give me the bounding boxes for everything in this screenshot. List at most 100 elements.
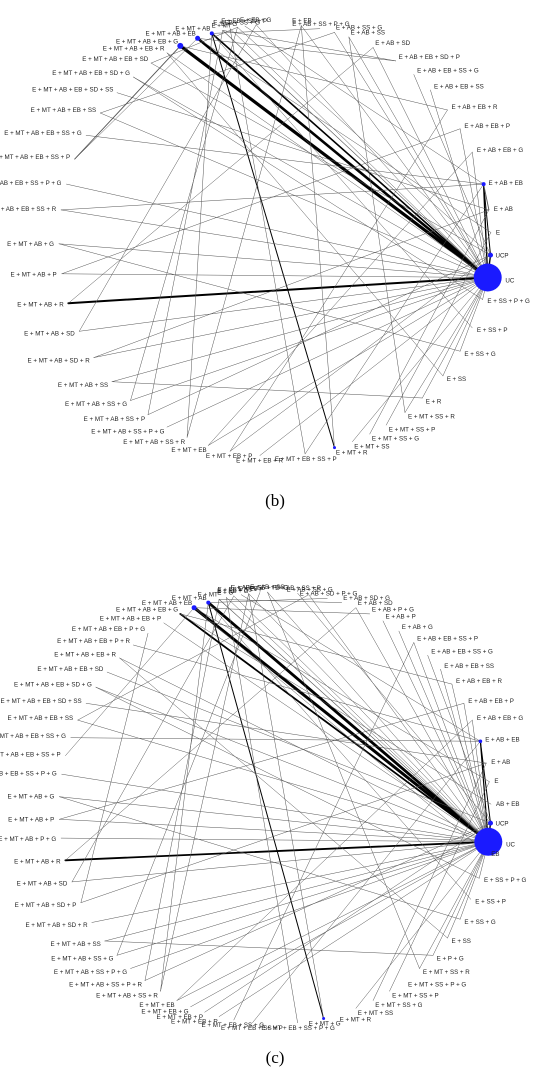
panel-caption-b: (b)	[265, 491, 285, 510]
edge-c-uc--e-mt-ab-eb-ss	[77, 719, 489, 843]
node-label-b-e-ab-eb: E + AB + EB	[489, 180, 523, 187]
edge-b-uc--e-mt-ss-r	[404, 277, 488, 413]
node-label-b-e-mt-eb: E + MT + EB	[171, 447, 206, 454]
node-label-c-e-mt-ab-eb-ss: E + MT + AB + EB + SS	[8, 715, 74, 722]
node-label-b-e-mt-ab-r: E + MT + AB + R	[17, 302, 64, 309]
node-label-b-e-r: E + R	[426, 399, 442, 406]
edge-b-uc--e-ss	[442, 277, 488, 377]
node-label-b-e-mt-ab-eb-ss-g: E + MT + AB + EB + SS + G	[4, 130, 82, 137]
node-label-b-e-mt-ab-ss-g: E + MT + AB + SS + G	[65, 401, 127, 408]
node-c-ucp	[488, 820, 493, 826]
node-label-c-e-mt-eb-ss-p-g: E + MT + EB + SS + P + G	[261, 1025, 335, 1032]
edge-b-e-mt-ab-eb--e-ab-eb-sd-p	[197, 38, 397, 62]
edge-b-e-mt--e-mt-ab-ss-p	[147, 30, 223, 415]
node-label-c-e-eb: E + EB	[238, 586, 257, 593]
node-b-uc	[473, 263, 502, 292]
node-label-b-e-mt-ab-sd-r: E + MT + AB + SD + R	[28, 357, 91, 364]
node-label-c-e-mt-ab-ss-g: E + MT + AB + SS + G	[51, 956, 113, 963]
edge-b-ucp--e-ab-eb-ss-g	[413, 74, 491, 256]
edge-b-uc--e-ab-eb	[482, 183, 489, 279]
edge-b-uc--e-mt-ss	[352, 277, 488, 442]
edge-b-ucp--e-eb-ss-g	[237, 27, 491, 256]
node-label-c-e-mt-ss-g: E + MT + SS + G	[375, 1002, 422, 1009]
edge-c-e-mt-eb--e-ab-eb-g	[176, 719, 473, 1001]
node-label-c-e-mt-ab: E + MT + AB	[172, 595, 207, 602]
node-label-c-e-ab-ss-p: E + AB + SS + P	[275, 585, 321, 592]
edge-b-uc--e-g	[229, 28, 488, 278]
edge-c-uc--e-mt-ss	[355, 841, 489, 1009]
edge-b-uc--e-mt-ab-g	[58, 243, 488, 278]
edge-b-uc--e-mt-ab-eb-ss-p-g	[66, 183, 488, 278]
node-label-c-e-mt-ss: E + MT + SS	[358, 1010, 393, 1017]
edge-b-e-mt-eb--e-ab-eb-g	[208, 151, 473, 446]
edge-c-uc--e-ab-eb-ss-p	[413, 642, 489, 843]
edge-c-e-mt-ab--e-ss-p	[208, 602, 472, 900]
node-label-c-e-mt-ab-ss-r: E + MT + AB + SS + R	[96, 992, 158, 999]
edge-c-uc--e-mt-ab-eb	[192, 606, 490, 844]
node-label-c-uc: UC	[506, 842, 515, 849]
edge-c-e-ab--e-mt-ss-g	[372, 762, 487, 1001]
node-label-c-e-ab-eb-ss: E + AB + EB + SS	[444, 663, 494, 670]
edge-c-uc--e-mt-ab-sd-r	[91, 841, 489, 923]
edge-c-uc--e-mt-ab-ss-p-g	[130, 841, 489, 969]
node-label-b-e-eb: E + EB	[292, 18, 311, 25]
edge-c-uc--e-ab-ss	[267, 591, 489, 843]
edge-c-ab-eb--e-mt-ab-eb-g	[180, 613, 492, 805]
edge-b-e-mt-ab-ss-g--e-eb-ss-g	[130, 27, 238, 401]
node-label-c-e-mt-ab-eb-sd-g: E + MT + AB + EB + SD + G	[14, 681, 92, 688]
edge-b-uc--e-mt-ab-eb-sd-g	[133, 76, 488, 278]
edge-b-e-eb-ss-g--e-mt-ab-eb-sd	[150, 27, 238, 64]
node-c-uc	[474, 827, 503, 856]
node-label-b-e-mt-ab-eb-ss-p: E + MT + AB + EB + SS + P	[0, 154, 70, 161]
edge-c-uc--e-mt-ab-eb-ss-p-g	[61, 773, 489, 843]
edge-b-uc--e-mt-ab-eb-ss	[100, 112, 488, 278]
node-c-e-ab-eb	[478, 739, 483, 744]
edge-b-e-g--e-mt-eb-ss-p	[229, 28, 306, 455]
edge-b-uc--e-r	[422, 277, 488, 399]
edge-c-uc--e-ab-eb-ss	[440, 668, 489, 843]
node-b-e-mt-r	[333, 446, 336, 450]
node-label-b-e-mt-ab-eb-g: E + MT + AB + EB + G	[116, 38, 178, 45]
node-label-c-e-mt-eb-ss-g: E + MT + EB + SS + G	[202, 1022, 265, 1029]
edge-c-uc--e-g	[226, 597, 489, 843]
edge-c-uc--e-mt-ab-p-g	[60, 837, 489, 843]
edge-c-e-ab-eb--e-mt-ab-eb-ss-g	[70, 737, 481, 742]
edge-c-uc--e-mt-ab-eb-p	[163, 622, 489, 843]
edge-b-uc--e-mt-ab-sd	[78, 277, 488, 332]
edge-c-uc--e-ab-ss-g	[308, 594, 489, 843]
node-label-c-e-ab-p-g: E + AB + P + G	[372, 606, 414, 613]
node-label-c-e-ab-sd-p-g: E + AB + SD + P + G	[300, 591, 358, 598]
node-label-c-e-mt-ab-p-g: E + MT + AB + P + G	[0, 836, 56, 843]
node-label-b-e-mt-ss-r: E + MT + SS + R	[408, 414, 455, 421]
node-label-b-e: E	[496, 229, 500, 236]
edge-b-e-ab-eb-p--e-mt-ab-p	[61, 128, 461, 275]
node-label-b-uc: UC	[505, 278, 514, 285]
edge-c-e-ab-eb-p--e-mt-ab-p	[59, 703, 465, 820]
node-label-c-e-ss: E + SS	[452, 938, 471, 945]
edge-c-e-eb--e-mt-ab-ss-r	[160, 593, 249, 992]
edge-b-e-mt-ss-r--e-ab-ss	[348, 36, 406, 413]
edge-b-uc--e-mt-ab-sd-r	[93, 277, 488, 358]
edge-b-e-mt-ab-eb-g--e-mt-ab-eb-ss-p	[74, 45, 181, 160]
edge-b-e-mt-ab--e-ss-p	[211, 33, 473, 329]
node-label-c-e-ab-eb-g: E + AB + EB + G	[477, 715, 523, 722]
node-label-c-e-ss-p: E + SS + P	[475, 898, 506, 905]
edge-b-uc--e-ab-sd	[372, 47, 488, 278]
edge-b-uc--e-mt-ab-ss-g	[130, 277, 488, 401]
node-label-c-e-eb-ss-p: E + EB + SS + P	[217, 587, 263, 594]
node-label-c-e-ab-eb: E + AB + EB	[485, 737, 519, 744]
edge-c-e-ab--e-mt-ab-eb-sd-ss	[85, 703, 487, 764]
node-label-c-e-ab-ss-p-g: E + AB + SS + P + G	[231, 585, 289, 592]
nodes-layer-b	[177, 31, 502, 450]
edge-c-ucp--e-mt-ab-eb-sd	[106, 671, 491, 824]
edge-b-e-ab--e-mt-ab-eb-sd-ss	[116, 92, 490, 211]
edge-c-e-mt-ab-ss-g--e-ab-ss-p-g	[116, 592, 261, 956]
edge-c-uc--e-ab-p	[382, 620, 489, 843]
edge-b-e-mt-ab--e-ab-ss-p-g	[211, 28, 321, 34]
node-label-b-e-mt-eb-ss-p: E + MT + EB + SS + P	[275, 456, 337, 463]
edge-c-e-p-g--e-mt-ab-ss	[104, 940, 434, 956]
edge-b-uc--e-mt-eb	[208, 277, 488, 446]
node-label-b-e-ss-p: E + SS + P	[477, 327, 508, 334]
